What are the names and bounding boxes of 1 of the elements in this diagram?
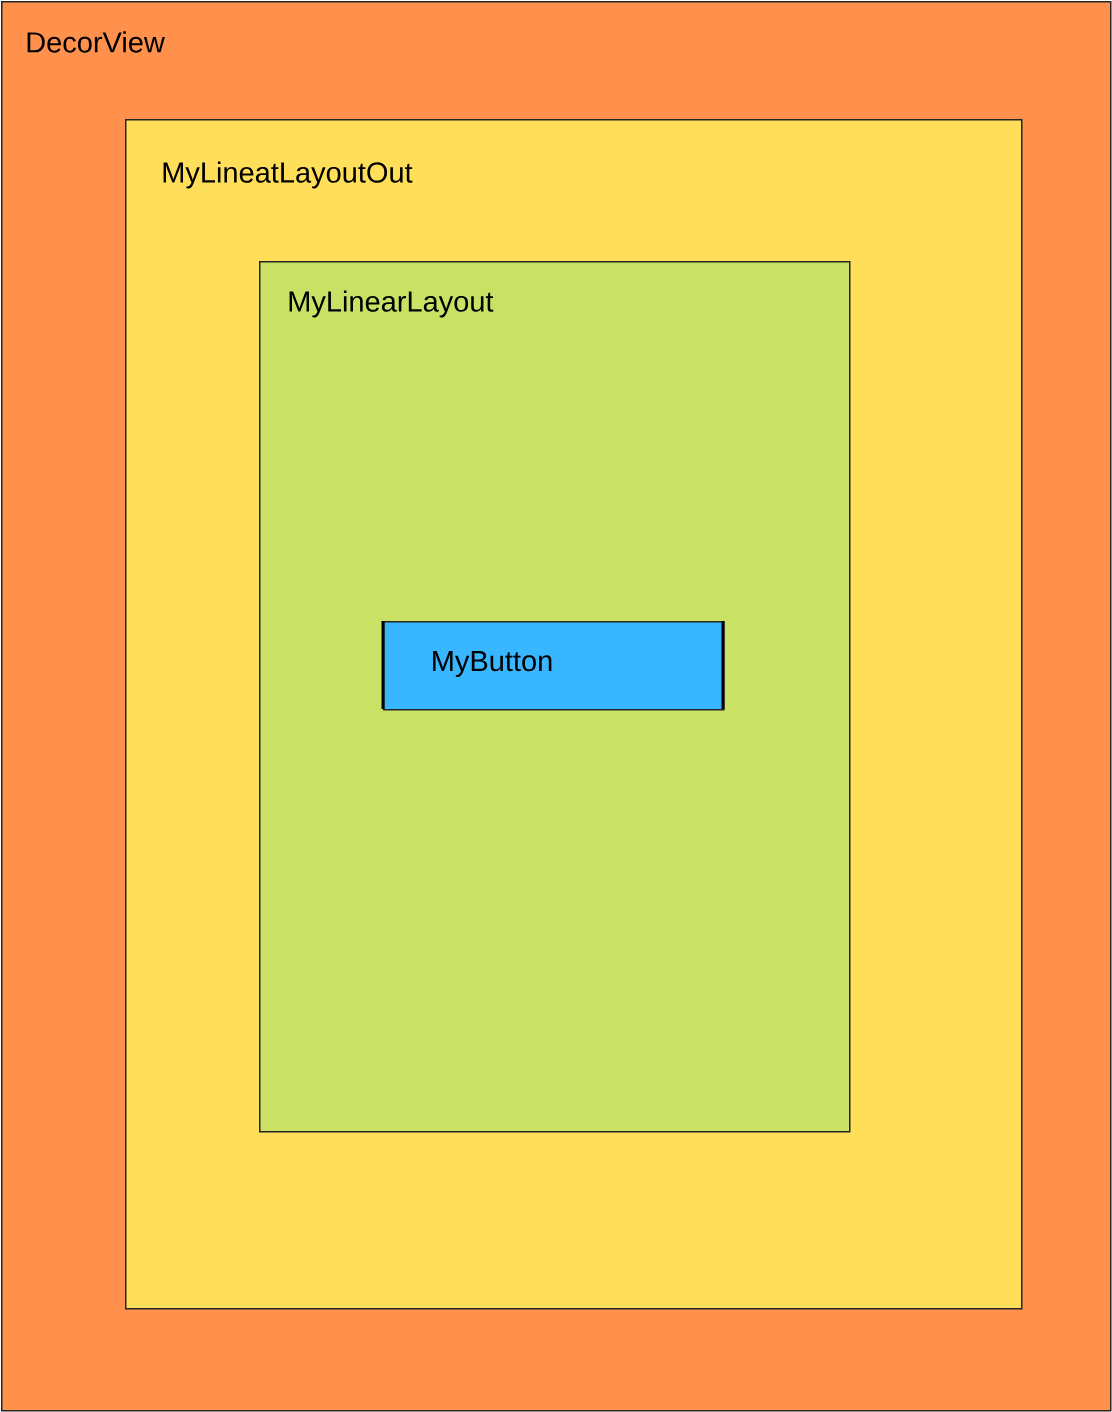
button-box: MyButton [381,621,725,711]
